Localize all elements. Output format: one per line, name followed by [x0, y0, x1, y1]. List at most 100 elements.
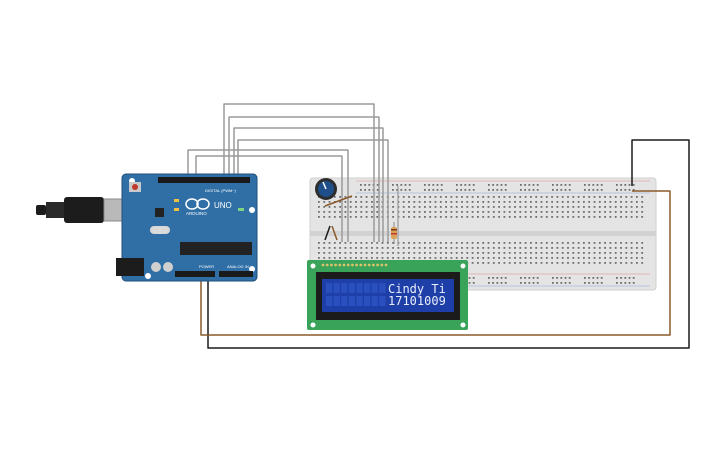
breadboard-hole	[545, 206, 548, 208]
breadboard-hole	[418, 216, 421, 218]
breadboard-hole	[567, 252, 569, 254]
potentiometer[interactable]	[315, 178, 337, 200]
breadboard-hole	[598, 211, 601, 213]
breadboard-hole	[450, 252, 453, 254]
breadboard-hole	[472, 189, 475, 191]
capacitor	[151, 262, 161, 272]
breadboard-hole	[503, 262, 506, 264]
breadboard-hole	[392, 247, 394, 249]
breadboard-hole	[323, 257, 326, 259]
breadboard-hole	[620, 277, 622, 279]
wire-power[interactable]	[200, 190, 671, 336]
breadboard-hole	[520, 189, 522, 191]
power-jack[interactable]	[116, 258, 144, 276]
breadboard-hole	[624, 184, 627, 186]
breadboard-hole	[492, 277, 494, 279]
breadboard-hole	[596, 184, 599, 186]
breadboard-hole	[524, 257, 527, 259]
breadboard-hole	[492, 211, 495, 213]
wire-pot-jumper-3[interactable]	[331, 225, 338, 241]
breadboard-hole	[371, 257, 373, 259]
breadboard-hole	[328, 211, 331, 213]
breadboard-hole	[386, 242, 389, 244]
breadboard-hole	[455, 196, 458, 198]
breadboard-hole	[487, 211, 490, 213]
breadboard-hole	[323, 201, 326, 203]
breadboard-hole	[464, 184, 467, 186]
breadboard-hole	[376, 189, 379, 191]
breadboard-hole	[392, 196, 394, 198]
breadboard-hole	[560, 277, 563, 279]
breadboard-hole	[614, 262, 617, 264]
breadboard-hole	[620, 247, 622, 249]
breadboard-hole	[471, 252, 474, 254]
breadboard-hole	[360, 211, 363, 213]
wire-signal-5[interactable]	[187, 149, 349, 242]
breadboard-hole	[514, 257, 516, 259]
breadboard-hole	[614, 201, 617, 203]
arduino-board[interactable]: ARDUINO UNO DIGITAL (PWM~) POWER ANALOG …	[116, 173, 258, 282]
breadboard-hole	[402, 211, 405, 213]
wire-signal-2[interactable]	[228, 116, 380, 242]
usb-cable[interactable]	[36, 197, 137, 223]
breadboard-hole	[472, 184, 475, 186]
breadboard-hole	[450, 257, 453, 259]
breadboard-hole	[498, 201, 500, 203]
wire-ground[interactable]	[207, 139, 690, 349]
breadboard-hole	[461, 196, 463, 198]
breadboard-hole	[477, 201, 479, 203]
breadboard-hole	[392, 184, 394, 186]
breadboard-hole	[561, 257, 564, 259]
breadboard-hole	[552, 282, 554, 284]
breadboard-hole	[413, 196, 416, 198]
breadboard-hole	[436, 184, 439, 186]
breadboard-hole	[628, 189, 631, 191]
breadboard-hole	[404, 184, 407, 186]
wire-signal-1[interactable]	[223, 103, 375, 242]
breadboard-hole	[625, 196, 628, 198]
breadboard-hole	[429, 257, 432, 259]
wire-pot-jumper-2[interactable]	[324, 225, 331, 241]
breadboard-hole	[625, 201, 628, 203]
breadboard-hole	[413, 206, 416, 208]
resistor[interactable]	[391, 222, 397, 244]
breadboard-hole	[455, 252, 458, 254]
breadboard-hole	[402, 247, 405, 249]
breadboard-hole	[641, 242, 644, 244]
breadboard-hole	[584, 277, 586, 279]
breadboard-hole	[641, 211, 644, 213]
breadboard-hole	[564, 282, 567, 284]
wire-pot-jumper-1[interactable]	[324, 195, 353, 207]
breadboard-hole	[360, 257, 363, 259]
breadboard-hole	[567, 247, 569, 249]
breadboard-hole	[519, 262, 522, 264]
breadboard-hole	[392, 216, 394, 218]
breadboard-hole	[464, 189, 467, 191]
breadboard-hole	[560, 282, 563, 284]
breadboard-hole	[492, 282, 494, 284]
breadboard-hole	[583, 196, 585, 198]
breadboard-hole	[593, 211, 596, 213]
breadboard-hole	[371, 196, 373, 198]
wire-signal-4[interactable]	[237, 139, 389, 242]
breadboard-hole	[339, 211, 341, 213]
breadboard-hole	[598, 242, 601, 244]
wire-signal-3[interactable]	[233, 127, 384, 242]
breadboard-hole	[600, 189, 603, 191]
breadboard-hole	[323, 216, 326, 218]
lcd-cell	[379, 296, 386, 306]
breadboard-hole	[360, 196, 363, 198]
breadboard-hole	[641, 257, 644, 259]
breadboard-hole	[524, 282, 526, 284]
breadboard-hole	[630, 201, 633, 203]
breadboard-hole	[593, 262, 596, 264]
breadboard-hole	[528, 277, 531, 279]
breadboard-hole	[477, 196, 479, 198]
breadboard-hole	[519, 252, 522, 254]
breadboard-hole	[593, 257, 596, 259]
lcd-display[interactable]: Cindy Ti 17101009	[307, 260, 468, 330]
breadboard-hole	[429, 252, 432, 254]
breadboard-hole	[468, 277, 471, 279]
breadboard-hole	[504, 184, 507, 186]
breadboard-hole	[519, 206, 522, 208]
